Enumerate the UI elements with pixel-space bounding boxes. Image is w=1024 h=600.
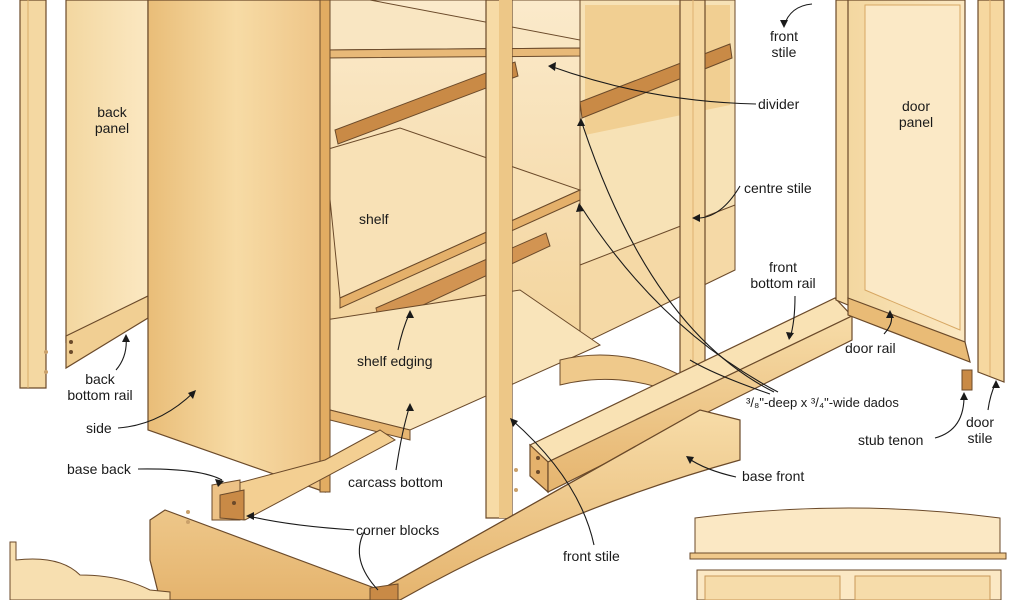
back-panel [65,0,149,343]
front-stile [485,0,513,519]
label-front-stile-top-line2: stile [771,44,797,60]
label-side: side [86,420,112,436]
door-panel [847,0,966,346]
stub-tenon [961,369,973,391]
label-door-stile: door stile [958,414,1002,446]
label-front-bottom-rail-line2: bottom rail [750,275,816,291]
label-front-bottom-rail-line1: front [768,259,797,275]
label-carcass-bottom: carcass bottom [348,474,443,490]
inset-profile [9,541,171,600]
label-front-stile-bottom: front stile [563,548,620,564]
label-corner-blocks: corner blocks [356,522,440,538]
label-back-bottom-rail-line1: back [85,371,115,387]
label-door-panel-line1: door [901,98,931,114]
label-door-panel: door panel [884,98,948,130]
label-divider: divider [758,96,800,112]
label-door-stile-line2: stile [967,430,993,446]
leader-arrowheads [122,20,1000,520]
label-stub-tenon: stub tenon [858,432,924,448]
side-panel [147,0,331,493]
label-back-panel: back panel [82,104,142,136]
label-back-panel-line2: panel [94,120,130,136]
label-centre-stile: centre stile [744,180,812,196]
label-base-front: base front [742,468,805,484]
label-back-bottom-rail-line2: bottom rail [67,387,133,403]
label-back-bottom-rail: back bottom rail [58,371,142,403]
corner-block [219,489,245,521]
shelf [324,127,582,309]
label-door-panel-line2: panel [898,114,934,130]
label-front-stile-top: front stile [754,28,814,60]
label-door-rail: door rail [845,340,896,356]
label-shelf: shelf [359,211,389,227]
label-shelf-edging: shelf edging [357,353,433,369]
label-door-stile-line1: door [965,414,995,430]
label-back-panel-line1: back [97,104,127,120]
label-front-bottom-rail: front bottom rail [738,259,828,291]
door-rail [847,297,971,363]
base-front [149,409,741,600]
label-dados: ³/₈"-deep x ³/₄"-wide dados [746,395,899,410]
label-base-back: base back [67,461,131,477]
label-front-stile-top-line1: front [769,28,798,44]
back-panel-edge [19,0,47,389]
top-shelf [324,0,581,59]
inset-front-view [689,507,1007,600]
leader-lines [115,3,997,591]
door-stile [977,0,1005,383]
